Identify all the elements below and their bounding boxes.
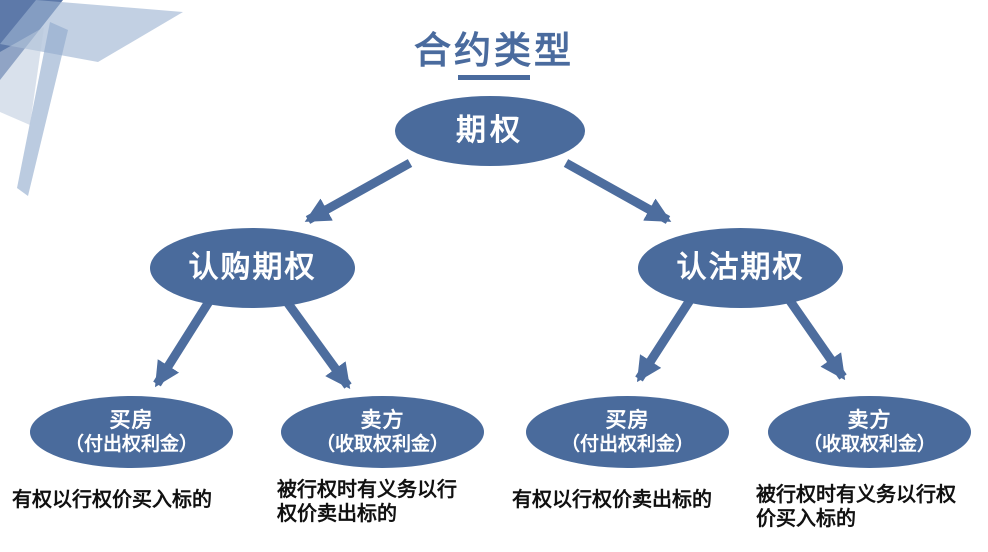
node-put-option-label: 认沽期权 [676, 251, 805, 284]
node-put-buyer-title: 买房 [605, 408, 650, 432]
note-call-buyer-right: 有权以行权价买入标的 [12, 489, 212, 511]
note-put-seller-obligation: 被行权时有义务以行权价买入标的 [756, 484, 956, 530]
note-call-seller-obligation: 被行权时有义务以行权价卖出标的 [277, 479, 457, 525]
title-block: 合约类型 [0, 20, 988, 80]
node-call-seller-title: 卖方 [360, 408, 405, 432]
node-put-buyer: 买房 （付出权利金） [526, 396, 729, 468]
corner-triangle-thin-spike [17, 22, 68, 196]
node-call-buyer-title: 买房 [109, 408, 154, 432]
node-put-seller-subtitle: （收取权利金） [802, 433, 936, 455]
node-put-seller-title: 卖方 [847, 408, 892, 432]
arrow-put-to-buyer [635, 294, 696, 383]
node-call-seller: 卖方 （收取权利金） [281, 396, 484, 468]
node-call-buyer: 买房 （付出权利金） [30, 396, 233, 468]
node-put-buyer-subtitle: （付出权利金） [560, 433, 694, 455]
node-call-option: 认购期权 [150, 228, 355, 308]
node-call-buyer-subtitle: （付出权利金） [64, 433, 198, 455]
arrow-root-to-put [563, 159, 672, 224]
corner-decoration [0, 0, 183, 196]
node-option-root: 期权 [395, 96, 585, 166]
corner-triangle-band [0, 27, 44, 125]
page-title: 合约类型 [414, 30, 574, 71]
node-put-seller: 卖方 （收取权利金） [768, 396, 971, 468]
note-put-buyer-right: 有权以行权价卖出标的 [512, 489, 712, 511]
node-call-option-label: 认购期权 [188, 251, 317, 284]
node-put-option: 认沽期权 [638, 228, 843, 308]
arrow-put-to-seller [784, 295, 847, 381]
arrow-call-to-seller [283, 299, 352, 390]
node-option-root-label: 期权 [456, 114, 524, 147]
arrow-root-to-call [304, 159, 413, 224]
arrow-call-to-buyer [153, 297, 214, 388]
title-underline [458, 75, 530, 80]
node-call-seller-subtitle: （收取权利金） [315, 433, 449, 455]
